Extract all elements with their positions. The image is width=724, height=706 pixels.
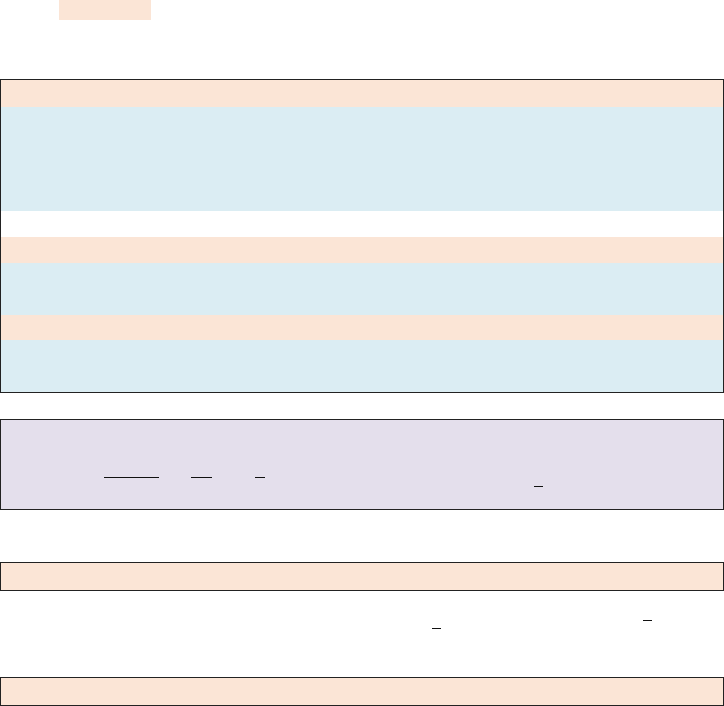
info-table (0, 79, 724, 393)
table-body-row (1, 340, 723, 392)
fraction-bar (643, 620, 652, 621)
table-body-row (1, 263, 723, 315)
table-header-row (1, 80, 723, 107)
fraction-bar (104, 477, 159, 478)
section-header-band (0, 677, 724, 706)
formula-panel (0, 419, 724, 510)
table-header-row (1, 315, 723, 340)
fraction-bar (191, 477, 212, 478)
table-body-row (1, 107, 723, 211)
fraction-bar (534, 486, 543, 487)
section-header-band (0, 562, 724, 591)
highlight-tag (59, 0, 151, 20)
fraction-bar (432, 628, 441, 629)
fraction-bar (255, 477, 265, 478)
table-header-row (1, 237, 723, 263)
table-spacer-row (1, 211, 723, 237)
